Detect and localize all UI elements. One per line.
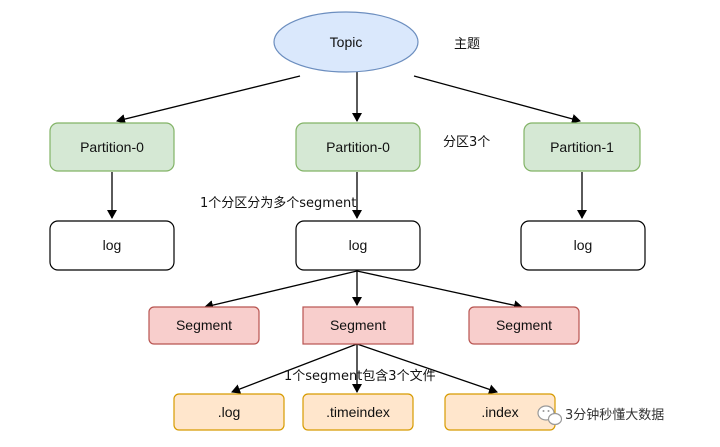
topic-label: Topic [330,34,363,50]
topic-shape [273,11,419,73]
file-node-index: .index [444,393,556,431]
partition-node-right: Partition-1 [523,122,641,172]
partition-node-center: Partition-0 [295,122,421,172]
edge-topic-partition-right [413,75,581,124]
file-node-timeindex: .timeindex [302,393,414,431]
topic-annotation: 主题 [454,37,480,52]
partition-shape [295,122,421,172]
partition-label: Partition-1 [550,139,614,155]
file-label: .log [218,404,241,420]
edge-log-segment-left [204,270,358,311]
file-label: .timeindex [326,404,390,420]
log-label: log [574,237,593,253]
partition-annotation: 分区3个 [443,135,490,150]
log-shape [520,220,646,271]
segment-label: Segment [330,317,386,333]
connectors [107,72,587,395]
file-shape [444,393,556,431]
partition-shape [523,122,641,172]
file-node-log: .log [173,393,285,431]
partition-node-left: Partition-0 [49,122,175,172]
segment-label: Segment [176,317,232,333]
segment-shape [468,306,580,345]
log-shape [49,220,175,271]
topic-node: Topic [273,11,419,73]
file-label: .index [481,404,518,420]
watermark: 3分钟秒懂大数据 [537,405,664,426]
segment-label: Segment [496,317,552,333]
segment-shape [148,306,260,345]
log-annotation: 1个分区分为多个segment [200,195,356,211]
edge-topic-partition-left [116,75,301,124]
watermark-text: 3分钟秒懂大数据 [565,407,664,423]
edge-segment-file-log [231,343,358,394]
log-node-right: log [520,220,646,271]
file-shape [173,393,285,431]
wechat-icon [537,405,563,426]
file-shape [302,393,414,431]
segment-node-center: Segment [302,306,414,345]
edge-log-segment-right [356,270,523,311]
segment-annotation: 1个segment包含3个文件 [284,368,436,384]
segment-node-right: Segment [468,306,580,345]
partition-label: Partition-0 [326,139,390,155]
edge-segment-file-index [356,343,498,395]
segment-node-left: Segment [148,306,260,345]
log-label: log [103,237,122,253]
log-shape [295,220,421,271]
partition-label: Partition-0 [80,139,144,155]
segment-shape [302,306,414,345]
log-label: log [349,237,368,253]
log-node-center: log [295,220,421,271]
partition-shape [49,122,175,172]
log-node-left: log [49,220,175,271]
